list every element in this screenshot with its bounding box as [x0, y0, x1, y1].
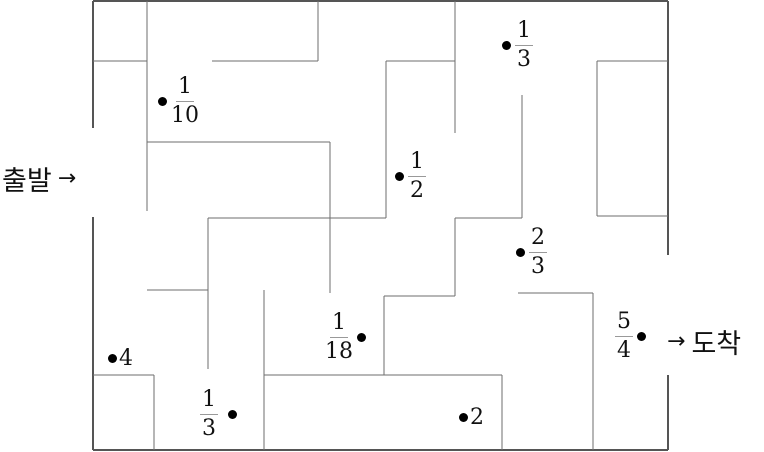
denominator: 10 [171, 103, 199, 128]
checkpoint-2: 2 [459, 405, 484, 430]
checkpoint-dot [637, 332, 646, 341]
numerator: 1 [200, 389, 218, 415]
denominator: 3 [202, 416, 216, 441]
checkpoint-dot [459, 413, 468, 422]
start-text: 출발 [2, 166, 52, 197]
denominator: 2 [410, 178, 424, 203]
finish-arrow-icon: → [667, 329, 686, 354]
numerator: 1 [330, 312, 348, 338]
finish-text: 도착 [691, 329, 742, 360]
checkpoint-dot [228, 410, 237, 419]
denominator: 3 [517, 47, 531, 72]
checkpoint-dot [516, 248, 525, 257]
integer-value: 2 [470, 405, 484, 430]
denominator: 4 [617, 338, 631, 363]
numerator: 2 [529, 227, 547, 253]
checkpoint-dot [158, 97, 167, 106]
start-arrow-icon: → [57, 166, 77, 191]
integer-value: 4 [119, 346, 133, 371]
checkpoint-4: 4 [108, 346, 133, 371]
numerator: 1 [176, 76, 194, 102]
checkpoint-dot [357, 333, 366, 342]
checkpoint-dot [108, 354, 117, 363]
numerator: 5 [615, 311, 633, 337]
checkpoint-dot [502, 41, 511, 50]
numerator: 1 [408, 151, 426, 177]
denominator: 18 [325, 339, 353, 364]
checkpoint-dot [395, 172, 404, 181]
numerator: 1 [515, 20, 533, 46]
start-label: 출발 → [2, 159, 82, 198]
finish-label: → 도착 [661, 322, 741, 361]
denominator: 3 [531, 254, 545, 279]
